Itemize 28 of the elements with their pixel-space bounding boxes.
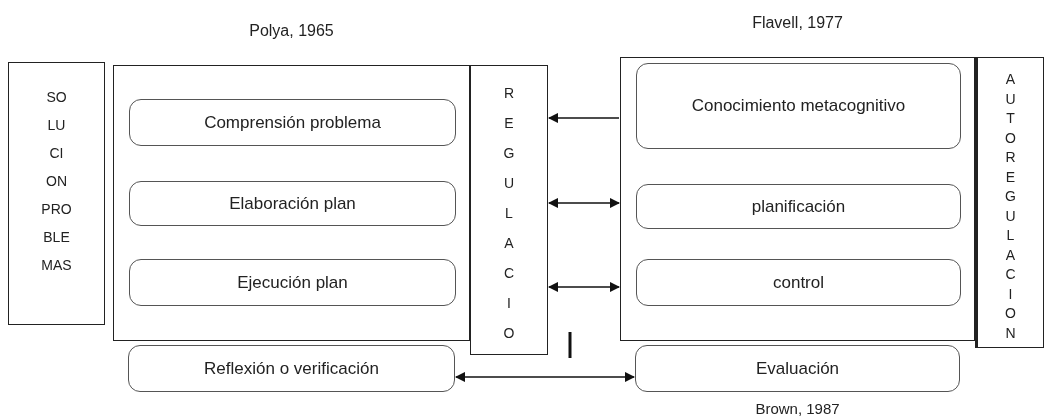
heading-text: Polya, 1965	[248, 22, 335, 40]
vertical-text: R E G U L A C I O	[502, 84, 516, 343]
vertical-label-box	[8, 62, 105, 325]
box-label: Reflexión o verificación	[204, 358, 379, 379]
box-label: Comprensión problema	[204, 112, 381, 133]
vertical-text: A U T O R E G U L A C I O N	[1004, 70, 1017, 343]
box-label: Conocimiento metacognitivo	[691, 96, 906, 116]
process-box	[128, 345, 455, 392]
double-arrow	[547, 197, 621, 209]
box-label: planificación	[751, 196, 846, 217]
arrow	[547, 112, 620, 124]
vertical-label-box	[975, 57, 1044, 348]
double-arrow	[454, 371, 636, 383]
process-box	[636, 259, 961, 306]
box-label: control	[773, 272, 824, 293]
double-arrow	[547, 281, 621, 293]
process-box	[129, 259, 456, 306]
box-label: Evaluación	[755, 358, 840, 379]
vertical-label-box	[470, 65, 548, 355]
process-box	[636, 63, 961, 149]
heading-text: Flavell, 1977	[751, 14, 844, 32]
process-box	[129, 181, 456, 226]
process-box	[129, 99, 456, 146]
caption-text: Brown, 1987	[754, 400, 841, 417]
process-box	[636, 184, 961, 229]
box-label: Ejecución plan	[237, 272, 348, 293]
vertical-text: SO LU CI ON PRO BLE MAS	[40, 88, 73, 275]
box-label: Elaboración plan	[229, 193, 356, 214]
